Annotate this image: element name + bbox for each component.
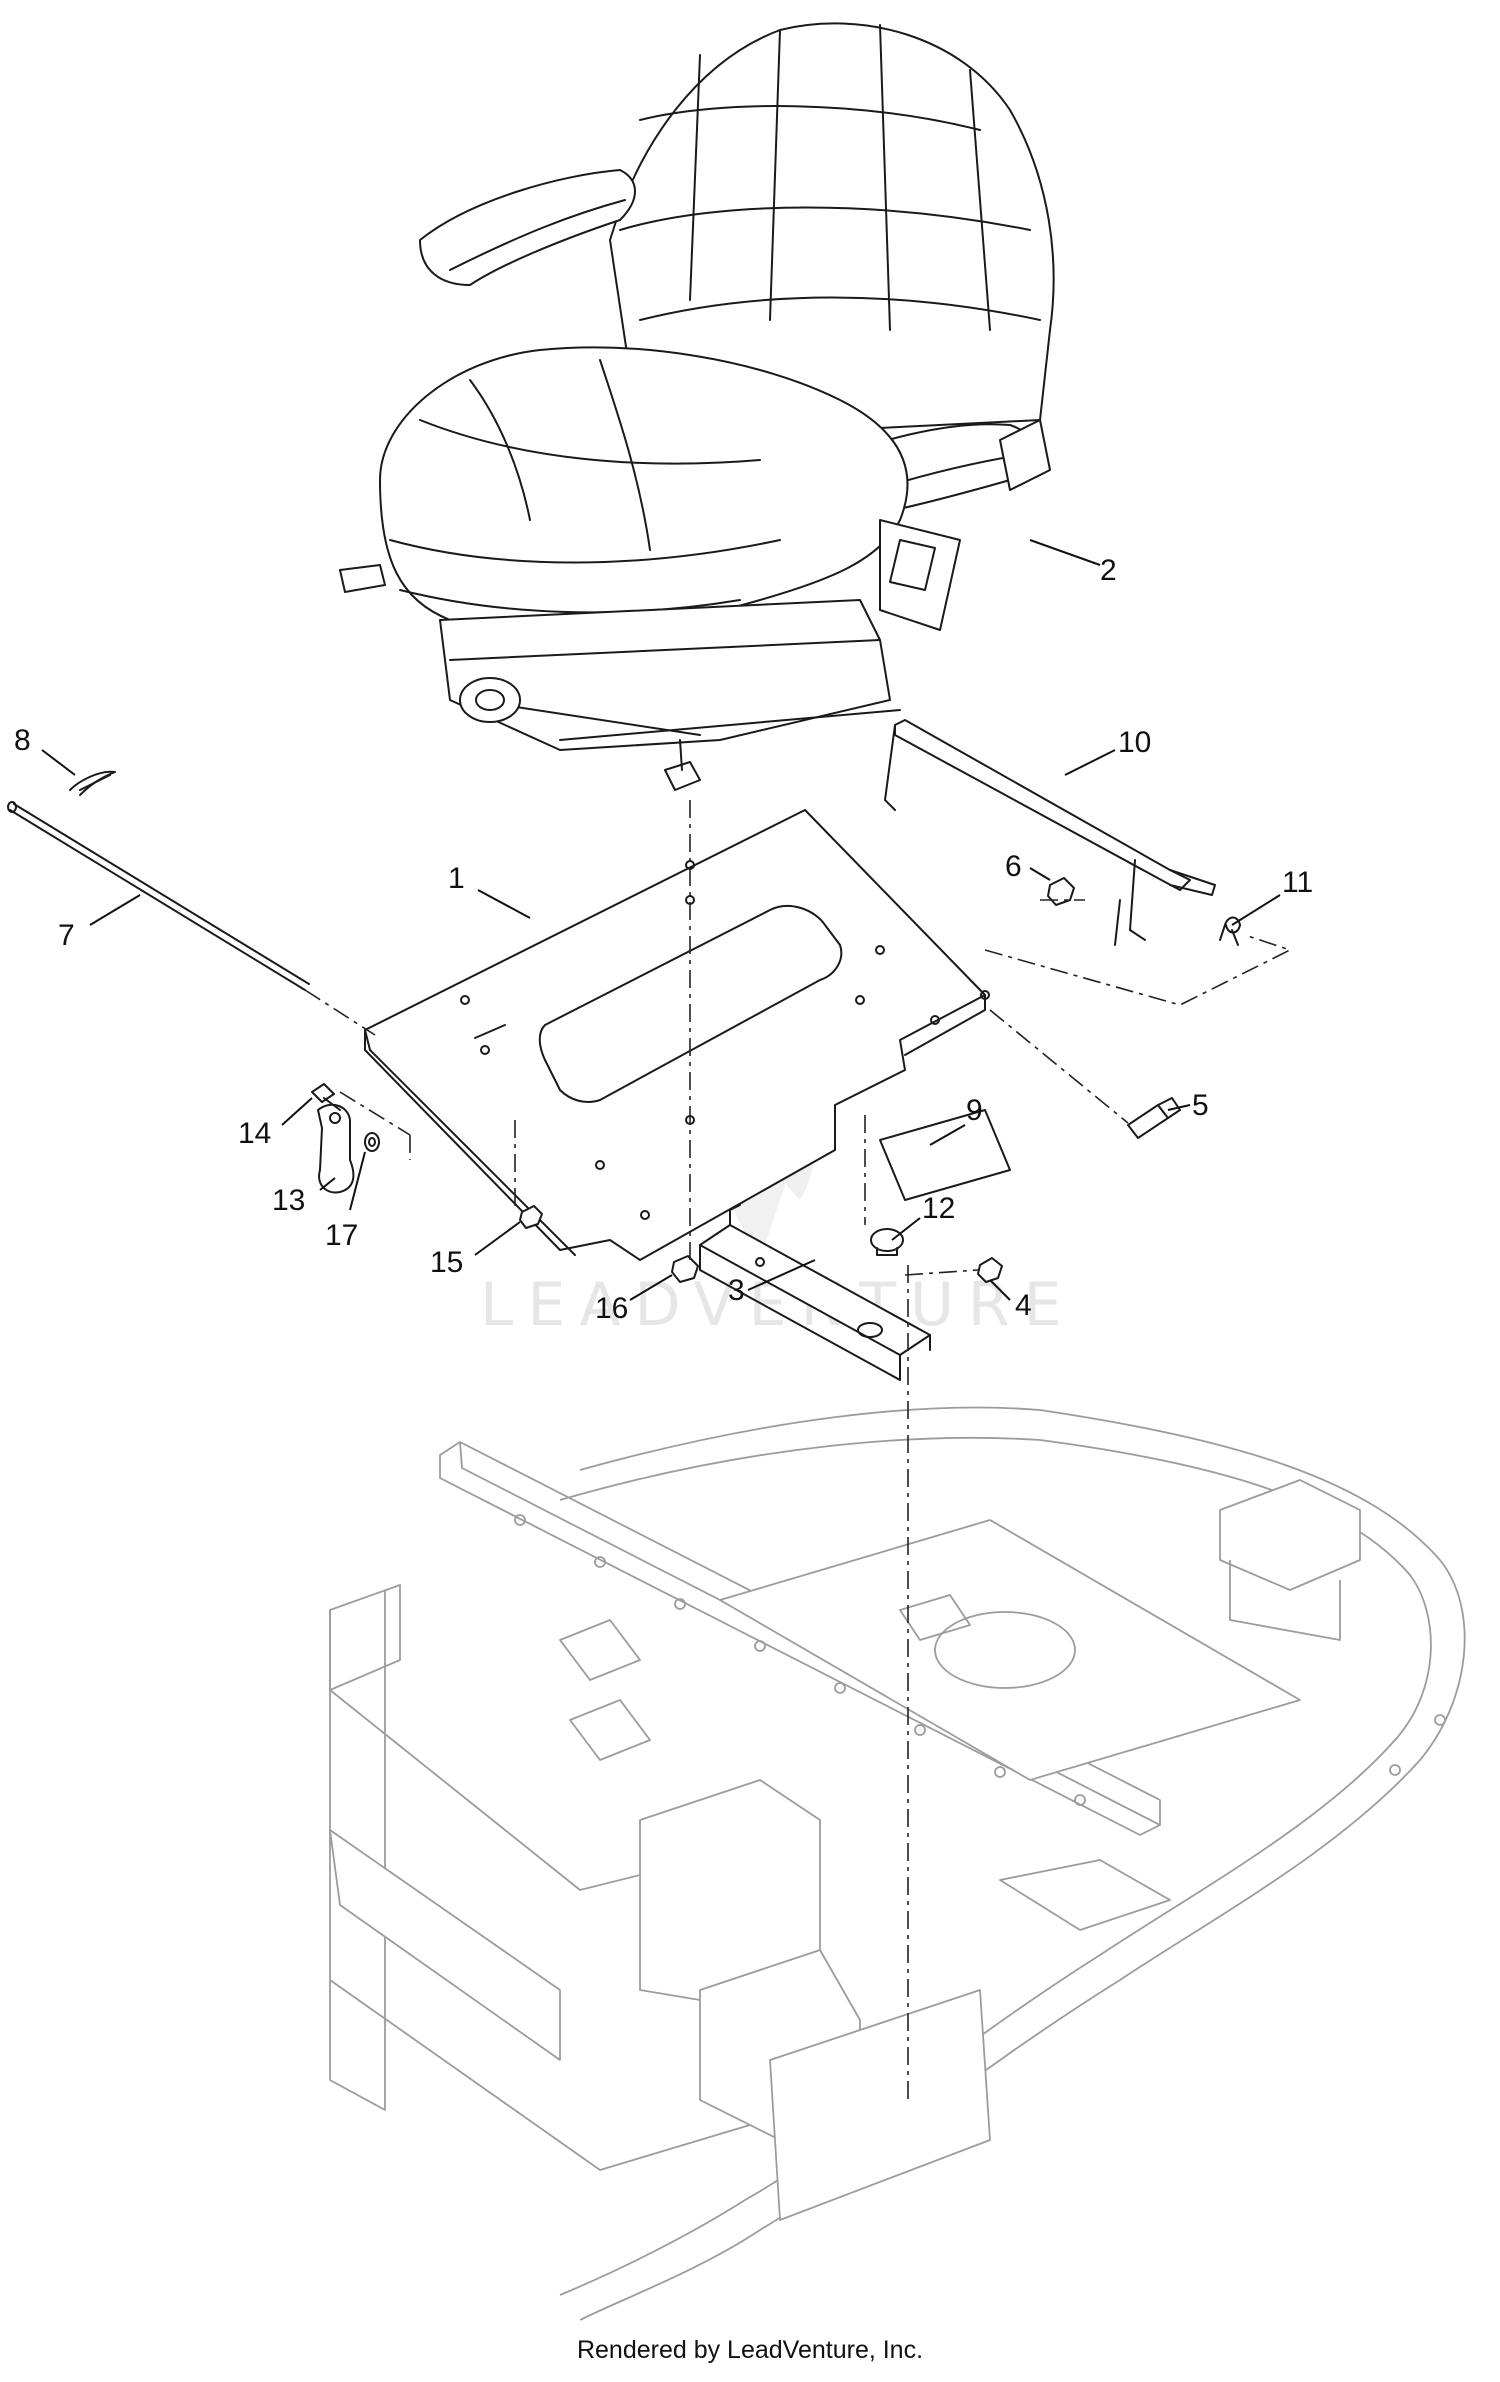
callout-2: 2 (1100, 554, 1117, 587)
callouts: 1 2 3 4 5 6 7 8 9 10 11 12 13 14 15 16 1… (14, 554, 1313, 1325)
callout-11: 11 (1282, 866, 1313, 899)
footer-credit: Rendered by LeadVenture, Inc. (576, 2336, 924, 2364)
nut-4 (977, 1257, 1003, 1283)
callout-8: 8 (14, 724, 31, 757)
leader-lines (41, 539, 1281, 1301)
hairpin (69, 770, 116, 796)
callout-16: 16 (595, 1292, 628, 1325)
nut-15 (519, 1205, 543, 1229)
decal (879, 1109, 1011, 1201)
spring (1219, 916, 1241, 946)
bolt-14 (311, 1083, 341, 1111)
callout-9: 9 (966, 1094, 983, 1127)
callout-15: 15 (430, 1246, 463, 1279)
callout-14: 14 (238, 1117, 271, 1150)
callout-17: 17 (325, 1219, 358, 1252)
nut-6 (1047, 877, 1075, 906)
rod (7, 801, 310, 991)
callout-3: 3 (728, 1274, 745, 1307)
support-bracket (699, 1204, 931, 1381)
callout-12: 12 (922, 1192, 955, 1225)
callout-7: 7 (58, 919, 75, 952)
callout-6: 6 (1005, 850, 1022, 883)
seat (339, 22, 1055, 791)
lever (317, 1103, 355, 1194)
bracket (884, 719, 1216, 946)
bolt-5 (1127, 1097, 1181, 1139)
callout-1: 1 (448, 862, 465, 895)
callout-10: 10 (1118, 726, 1151, 759)
assembly-lines (304, 800, 1293, 2100)
callout-4: 4 (1015, 1289, 1032, 1322)
nut-16 (671, 1255, 699, 1283)
callout-13: 13 (272, 1184, 305, 1217)
bumper (870, 1228, 904, 1256)
callout-5: 5 (1192, 1089, 1209, 1122)
mower-frame (329, 1406, 1466, 2321)
washer (364, 1132, 380, 1152)
